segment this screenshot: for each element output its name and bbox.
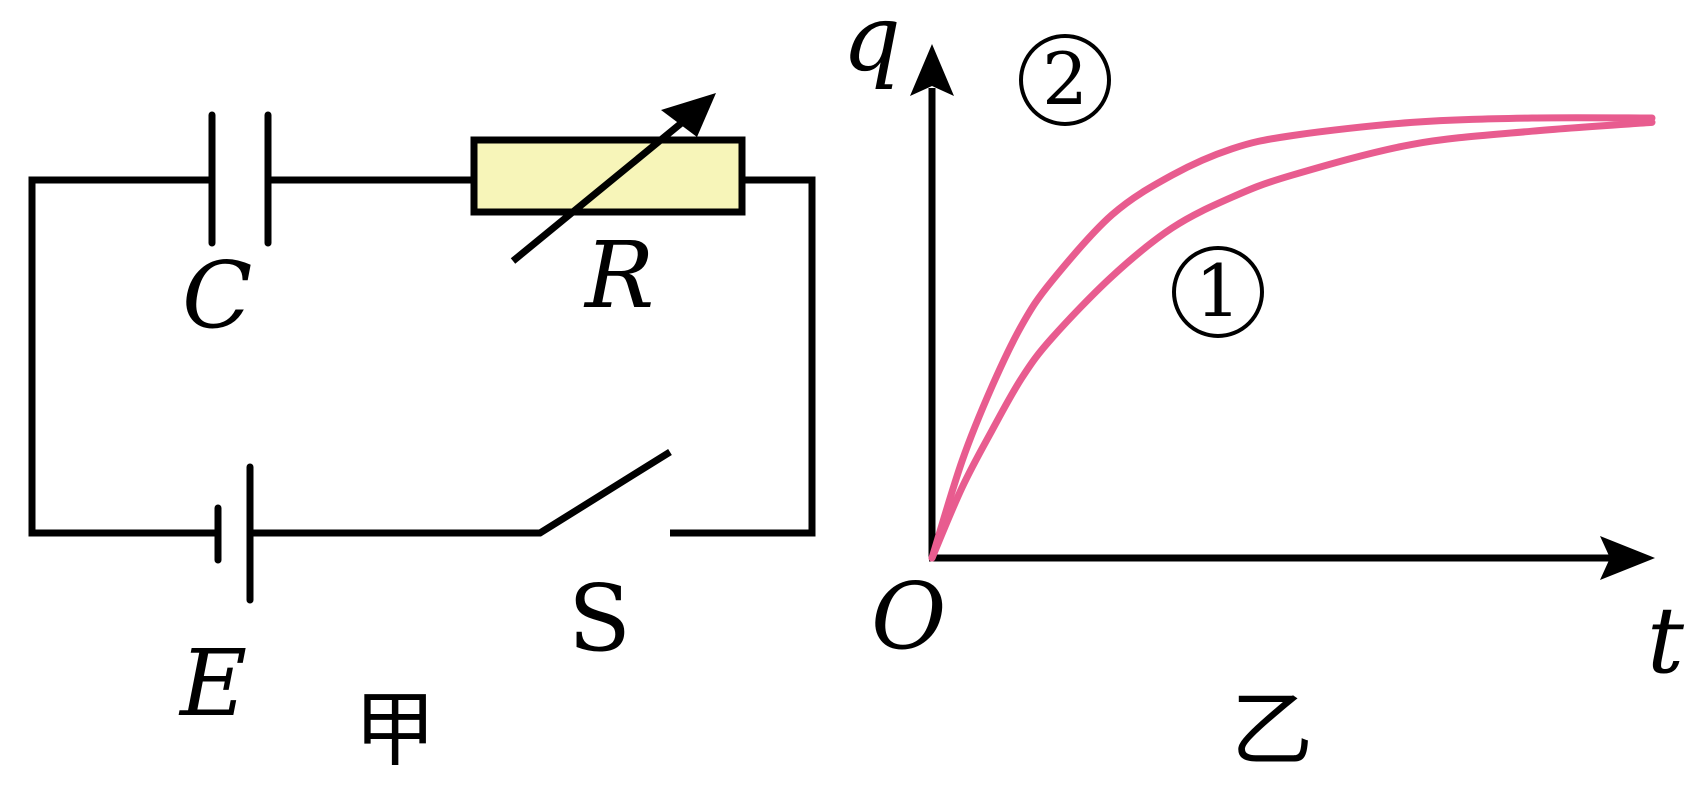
y-axis-arrow — [910, 44, 954, 96]
curve-1-ring — [1172, 246, 1264, 338]
curve-1 — [928, 118, 1656, 562]
origin-label: O — [871, 563, 946, 670]
curve-1-marker: 1 — [1172, 246, 1264, 338]
capacitor-label: C — [182, 242, 252, 349]
wire-top-left — [28, 176, 218, 537]
curves-group — [928, 114, 1656, 562]
resistor-label: R — [583, 222, 654, 329]
variable-resistor-arrow-line — [510, 113, 693, 264]
curve-2-ring — [1019, 34, 1111, 126]
curve-2-number: 2 — [1042, 37, 1088, 121]
y-axis-label: q — [842, 0, 901, 92]
figure-b-caption: 乙 — [1231, 683, 1313, 778]
wire-bottom-left — [250, 449, 672, 537]
figure-a-caption: 甲 — [354, 683, 436, 778]
curve-2-marker: 2 — [1019, 34, 1111, 126]
variable-resistor-arrow-head — [661, 93, 716, 137]
battery-label: E — [178, 630, 247, 737]
curve-2 — [928, 114, 1656, 562]
circuit-diagram: C R E S 甲 — [28, 93, 816, 778]
charge-time-graph: q t O 2 1 乙 — [842, 0, 1685, 778]
x-axis-label: t — [1647, 587, 1685, 694]
curve-1-number: 1 — [1195, 249, 1241, 333]
switch-label: S — [568, 565, 631, 672]
x-axis-arrow — [1600, 536, 1655, 580]
wire-top-right — [670, 176, 816, 537]
variable-resistor — [470, 136, 746, 216]
